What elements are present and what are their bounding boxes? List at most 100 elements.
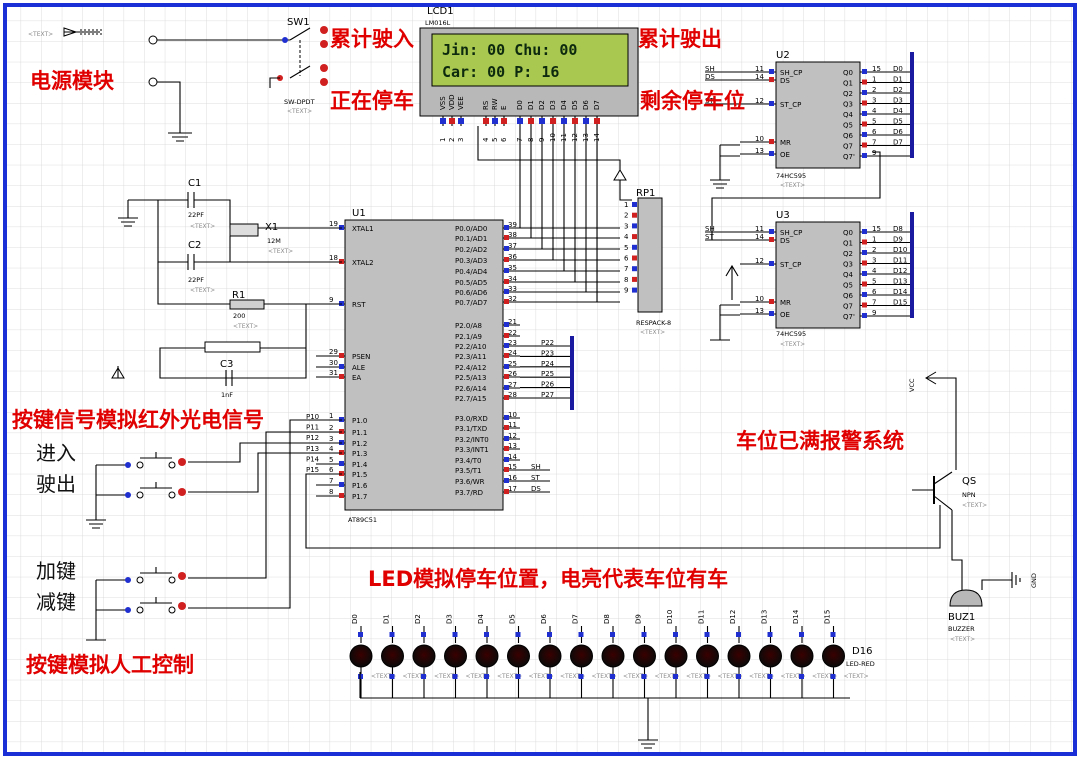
r1-ref: R1 — [232, 290, 245, 301]
u1-pin-name: P3.0/RXD — [455, 415, 488, 423]
u1-pin-number: 3 — [329, 435, 333, 443]
shift-pin-number: 7 — [872, 139, 876, 147]
lcd-pin-label: D2 — [538, 100, 546, 110]
net-label: ST — [705, 97, 714, 105]
x1-value: 12M — [267, 237, 281, 245]
net-label: P13 — [306, 445, 319, 453]
lcd-pin-label: VDD — [448, 94, 456, 110]
u1-pin-name: P2.3/A11 — [455, 353, 486, 361]
q5-ref: QS — [962, 476, 976, 487]
u1-pin-number: 26 — [508, 370, 517, 378]
led-label: D8 — [603, 614, 611, 624]
text-placeholder: <TEXT> — [623, 673, 648, 680]
u1-pin-number: 15 — [508, 463, 517, 471]
u1-pin-name: P1.1 — [352, 429, 367, 437]
u1-pin-name: P3.5/T1 — [455, 467, 481, 475]
u1-pin-number: 24 — [508, 349, 517, 357]
rp1-pin-number: 2 — [624, 212, 628, 220]
led-label: D4 — [477, 614, 485, 624]
net-label: D11 — [893, 257, 907, 265]
enter-button[interactable] — [125, 452, 186, 469]
u1-pin-name: P1.6 — [352, 482, 368, 490]
annotation-led-note: LED模拟停车位置，电亮代表车位有车 — [368, 567, 728, 591]
u1-pin-name: P2.7/A15 — [455, 395, 486, 403]
text-placeholder: <TEXT> — [844, 673, 869, 680]
shift-pin-name: SH_CP — [780, 229, 802, 237]
shift-pin-name: Q2 — [843, 90, 853, 98]
svg-text:<TEXT>: <TEXT> — [287, 108, 312, 115]
sheet-frame — [3, 3, 1077, 756]
u1-pin-name: P2.2/A10 — [455, 343, 486, 351]
vcc-label: VCC — [908, 378, 916, 392]
add-key-button[interactable] — [125, 567, 186, 584]
led-model: LED-RED — [846, 660, 875, 668]
net-label: P12 — [306, 434, 319, 442]
u1-pin-name: P1.3 — [352, 450, 367, 458]
u1-pin-name: P0.2/AD2 — [455, 246, 487, 254]
shift-pin-number: 3 — [872, 257, 876, 265]
shift-pin-name: Q5 — [843, 282, 853, 290]
sw1-switch[interactable]: SW1 SW-DPDT <TEXT> — [269, 17, 328, 115]
u1-pin-name: P2.4/A12 — [455, 364, 486, 372]
exit-button[interactable] — [125, 482, 186, 499]
u1-pin-number: 1 — [329, 412, 333, 420]
u1-pin-number: 22 — [508, 329, 517, 337]
u1-pin-name: P1.0 — [352, 417, 367, 425]
led-last-ref: D16 — [852, 646, 872, 657]
lcd-pin-label: D7 — [593, 100, 601, 110]
shift-pin-name: Q3 — [843, 101, 853, 109]
net-label: P10 — [306, 413, 319, 421]
u1-pin-number: 34 — [508, 275, 517, 283]
lcd-pin-label: D0 — [516, 100, 524, 110]
u1-pin-number: 10 — [508, 411, 517, 419]
u1-pin-name: P0.7/AD7 — [455, 299, 487, 307]
led-indicator — [381, 644, 404, 668]
svg-text:<TEXT>: <TEXT> — [780, 341, 805, 348]
alarm-circuit: VCC QS NPN <TEXT> GND BUZ1 BUZZER <TEXT> — [908, 371, 1038, 643]
sub-key-button[interactable] — [125, 597, 186, 614]
net-label: P14 — [306, 455, 320, 463]
shift-pin-number: 10 — [755, 295, 764, 303]
lcd-screen — [431, 33, 629, 87]
annotation-enter: 进入 — [36, 441, 76, 465]
u1-pin-name: P2.0/A8 — [455, 322, 482, 330]
text-placeholder: <TEXT> — [812, 673, 837, 680]
u1-pin-name: P3.6/WR — [455, 478, 485, 486]
oscillator-circuit: C1 22PF <TEXT> X1 12M <TEXT> C2 22PF <TE… — [111, 178, 342, 399]
shift-pin-name: Q7 — [843, 143, 853, 151]
lcd-line2: Car: 00 P: 16 — [442, 63, 559, 81]
led-indicator — [822, 644, 845, 668]
rp1-pin-number: 3 — [624, 222, 628, 230]
rp1-pin-number: 1 — [624, 201, 628, 209]
led-indicator — [601, 644, 625, 668]
shift-pin-name: Q7' — [843, 153, 855, 161]
text-placeholder: <TEXT> — [403, 673, 428, 680]
net-label: P25 — [541, 370, 554, 378]
led-indicator — [538, 644, 562, 668]
u1-pin-number: 11 — [508, 421, 517, 429]
lcd-pin-number: 6 — [500, 137, 508, 142]
output-bus — [570, 52, 914, 410]
text-placeholder: <TEXT> — [686, 673, 711, 680]
net-label: D8 — [893, 225, 903, 233]
u1-pin-number: 32 — [508, 295, 517, 303]
u1-pin-name: RST — [352, 301, 366, 309]
net-label: P11 — [306, 424, 319, 432]
u3-model: 74HC595 — [776, 330, 806, 338]
shift-pin-name: OE — [780, 151, 790, 159]
net-label: D14 — [893, 288, 908, 296]
u1-pin-name: XTAL1 — [352, 225, 374, 233]
shift-pin-number: 11 — [755, 225, 764, 233]
u1-pin-number: 6 — [329, 466, 334, 474]
shift-pin-number: 14 — [755, 233, 764, 241]
svg-text:<TEXT>: <TEXT> — [233, 323, 258, 330]
annotation-add-key: 加键 — [36, 559, 76, 583]
net-label: D15 — [893, 299, 907, 307]
c2-value: 22PF — [188, 276, 204, 284]
u1-pin-number: 19 — [329, 220, 338, 228]
shift-pin-name: MR — [780, 299, 791, 307]
shift-pin-name: Q5 — [843, 122, 853, 130]
net-label: D3 — [893, 97, 903, 105]
net-label: D4 — [893, 107, 903, 115]
